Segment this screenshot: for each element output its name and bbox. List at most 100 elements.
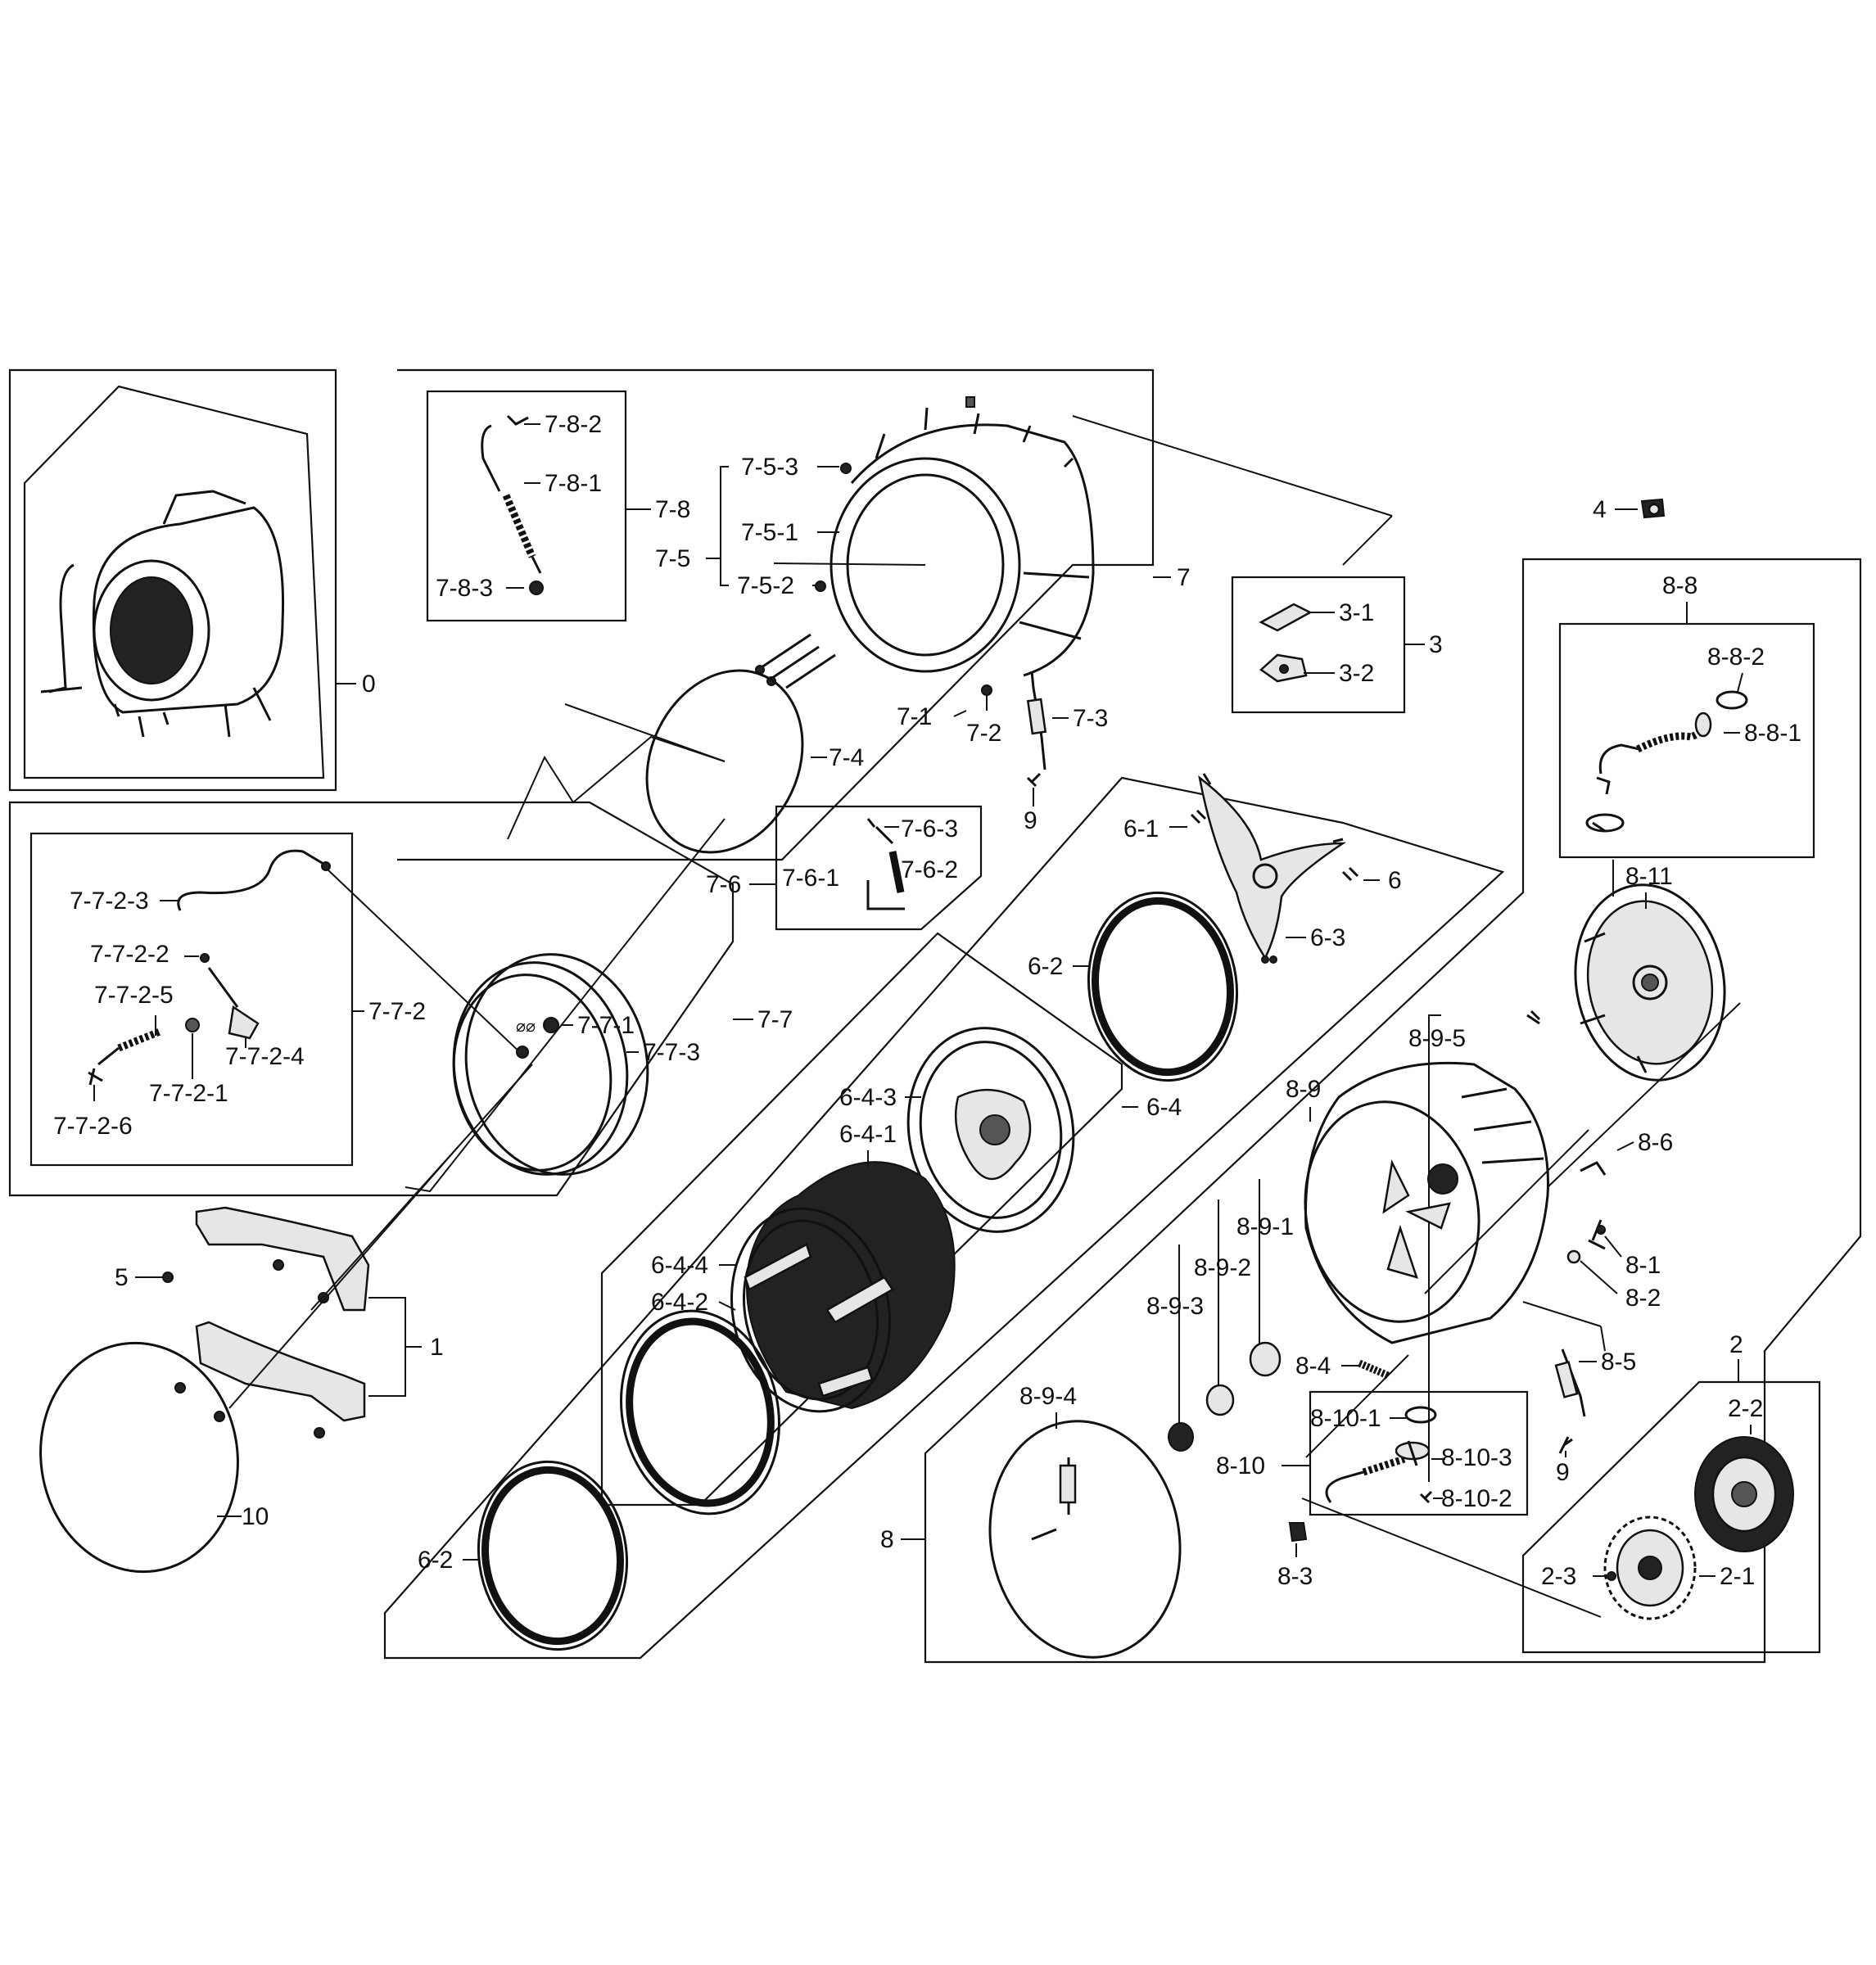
label-7-7-2-6: 7-7-2-6 <box>53 1113 133 1140</box>
label-1: 1 <box>430 1334 444 1361</box>
label-7-8: 7-8 <box>655 496 690 523</box>
label-3: 3 <box>1429 631 1443 658</box>
label-8: 8 <box>880 1526 894 1553</box>
label-10: 10 <box>242 1503 269 1530</box>
label-6: 6 <box>1388 867 1402 894</box>
label-8-8: 8-8 <box>1662 572 1697 599</box>
label-7-7-2-5: 7-7-2-5 <box>94 982 174 1009</box>
label-7-5-1: 7-5-1 <box>741 519 798 546</box>
label-6-4-1: 6-4-1 <box>839 1121 897 1148</box>
diaphragm-7-7-3: ⌀⌀ <box>452 953 649 1176</box>
label-2: 2 <box>1729 1331 1743 1358</box>
label-8-6: 8-6 <box>1638 1129 1673 1156</box>
rotor-2-1 <box>1603 1516 1697 1620</box>
tub-back-8-9 <box>1304 1061 1549 1344</box>
label-6-4-3: 6-4-3 <box>839 1084 897 1111</box>
label-8-11: 8-11 <box>1625 863 1673 890</box>
pump-hose-8-10 <box>1325 1440 1431 1503</box>
group-1-weights: 1 5 10 <box>39 1064 533 1574</box>
label-8-10-2: 8-10-2 <box>1441 1485 1512 1512</box>
hose-8-8-1 <box>1596 711 1712 795</box>
label-7-7-2-3: 7-7-2-3 <box>70 888 149 915</box>
label-6-1: 6-1 <box>1123 815 1159 842</box>
label-7-6: 7-6 <box>706 871 741 898</box>
balancer-ring-6-2-lower <box>477 1460 629 1651</box>
bolt-8-9-4 <box>1031 1457 1077 1541</box>
label-7-7-1: 7-7-1 <box>577 1012 635 1039</box>
group-8-tub-back: 8 8-8 8-8-2 8-8-1 8-11 8-9-5 <box>880 558 1862 1664</box>
label-8-9-5: 8-9-5 <box>1408 1025 1466 1052</box>
label-7-6-1: 7-6-1 <box>782 865 839 892</box>
label-3-2: 3-2 <box>1339 660 1374 687</box>
label-8-9-2: 8-9-2 <box>1194 1254 1251 1281</box>
label-7-6-3: 7-6-3 <box>901 815 958 842</box>
label-2-3: 2-3 <box>1541 1563 1576 1590</box>
label-7-5: 7-5 <box>655 545 690 572</box>
seal-10 <box>39 1341 239 1574</box>
label-0: 0 <box>362 671 376 698</box>
pulley-2-2 <box>1694 1436 1794 1552</box>
label-2-1: 2-1 <box>1720 1563 1755 1590</box>
label-7-7: 7-7 <box>757 1006 793 1033</box>
diaphragm-mark: ⌀⌀ <box>516 1018 536 1036</box>
label-8-10-3: 8-10-3 <box>1441 1444 1512 1471</box>
drum-6-4-1 <box>730 1161 956 1413</box>
group-6-inner-drum: 6 6-1 6-3 6-2 6-4 <box>383 773 1505 1660</box>
label-5: 5 <box>115 1264 129 1291</box>
label-7-8-2: 7-8-2 <box>545 411 602 438</box>
label-8-4: 8-4 <box>1295 1353 1331 1380</box>
label-6-4: 6-4 <box>1146 1094 1182 1121</box>
label-8-10: 8-10 <box>1216 1452 1265 1479</box>
group-2-pulley: 2 2-2 2-1 2-3 <box>1521 1331 1821 1654</box>
label-9a: 9 <box>1024 807 1037 834</box>
hose-7-8-1 <box>481 414 544 595</box>
label-7-7-2-2: 7-7-2-2 <box>90 941 170 968</box>
label-7-3: 7-3 <box>1073 705 1108 732</box>
label-7-6-2: 7-6-2 <box>901 856 958 883</box>
label-8-8-2: 8-8-2 <box>1707 644 1765 671</box>
label-6-2b: 6-2 <box>418 1547 453 1574</box>
label-8-9-3: 8-9-3 <box>1146 1293 1204 1320</box>
label-7-7-2-4: 7-7-2-4 <box>225 1043 305 1070</box>
label-7-8-3: 7-8-3 <box>436 575 493 602</box>
drum-back-6-4-3 <box>906 1027 1075 1233</box>
label-8-9-1: 8-9-1 <box>1236 1213 1294 1240</box>
label-7: 7 <box>1177 564 1191 591</box>
label-2-2: 2-2 <box>1728 1395 1763 1422</box>
damper-pin-8-5 <box>1554 1348 1586 1417</box>
label-7-7-3: 7-7-3 <box>643 1039 700 1066</box>
label-8-3: 8-3 <box>1277 1563 1313 1590</box>
label-7-5-2: 7-5-2 <box>737 572 794 599</box>
drum-front-6-4-2 <box>620 1309 780 1516</box>
spider-6-3 <box>1198 773 1347 964</box>
label-8-5: 8-5 <box>1601 1348 1636 1376</box>
label-7-1: 7-1 <box>897 703 932 730</box>
label-3-1: 3-1 <box>1339 599 1374 626</box>
part-4: 4 <box>1593 496 1666 523</box>
cover-8-11 <box>1574 883 1726 1082</box>
label-7-5-3: 7-5-3 <box>741 454 798 481</box>
label-7-7-2-1: 7-7-2-1 <box>149 1080 228 1107</box>
gasket-7-4 <box>645 669 804 854</box>
hose-7-7-2-3 <box>177 849 331 911</box>
label-7-2: 7-2 <box>966 720 1001 747</box>
washer-8-9-3 <box>1168 1422 1194 1452</box>
label-6-4-4: 6-4-4 <box>651 1252 708 1279</box>
label-9b: 9 <box>1556 1459 1570 1486</box>
tub-assembly-drawing <box>40 490 285 738</box>
washer-8-9-1 <box>1249 1341 1282 1377</box>
label-4: 4 <box>1593 496 1607 523</box>
label-7-7-2: 7-7-2 <box>368 998 426 1025</box>
group-3-tub-brackets: 3-1 3-2 3 <box>1231 576 1443 714</box>
group-0-tub-assembly: 0 <box>8 368 376 792</box>
tub-front-7 <box>815 396 1095 677</box>
label-7-8-1: 7-8-1 <box>545 470 602 497</box>
label-6-2a: 6-2 <box>1028 953 1063 980</box>
washer-8-9-2 <box>1205 1384 1235 1416</box>
damper-pin-7-3 <box>1026 671 1047 770</box>
label-8-1: 8-1 <box>1625 1252 1661 1279</box>
group-7-tub-front: 7 7-8-2 7-8-1 7-8-3 7-8 7-5 7-5-3 7-5-1 … <box>397 368 1191 931</box>
balancer-ring-6-2-upper <box>1087 891 1239 1082</box>
group-7-7-diaphragm: 7-7 7-7-2 7-7-2-3 7-7-2-2 7-7-2-5 7-7-2-… <box>8 801 793 1197</box>
